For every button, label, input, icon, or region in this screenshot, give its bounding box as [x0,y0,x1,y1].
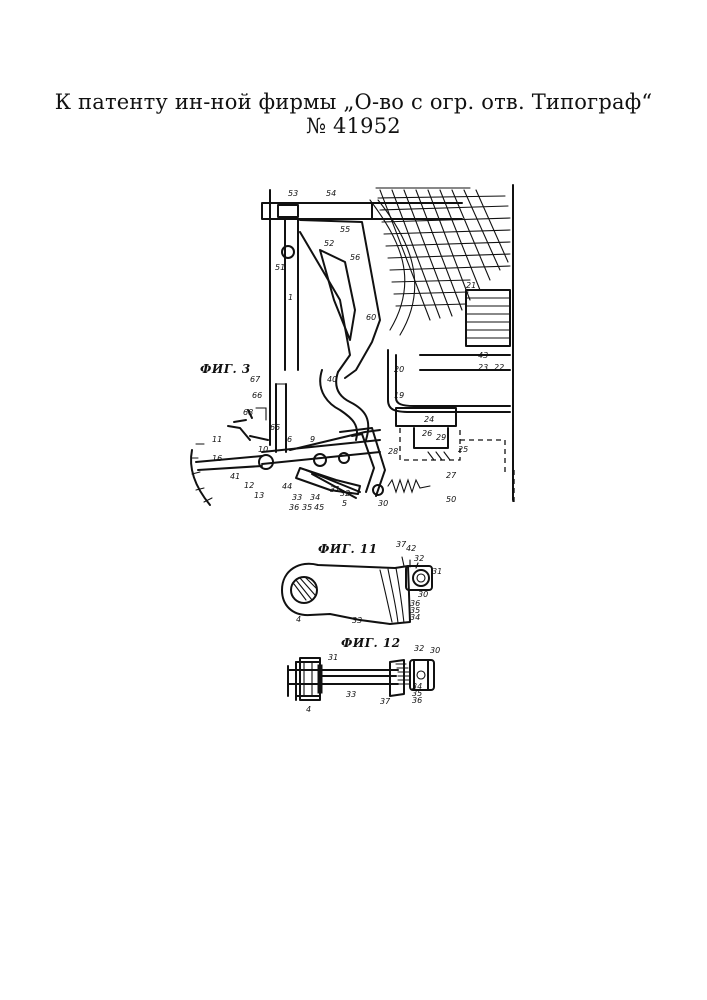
ref-num: 37 [380,697,391,706]
ref-num: 34 [310,493,320,502]
ref-num: 41 [230,472,240,481]
ref-num: 22 [494,363,504,372]
ref-num: 4 [296,615,301,624]
ref-num: 66 [252,391,262,400]
ref-num: 6 [287,435,292,444]
ref-num: 43 [478,351,488,360]
ref-num: 50 [446,495,456,504]
ref-num: 35 [302,503,312,512]
ref-num: 10 [258,445,268,454]
fig11-reference-numbers: 37 42 32 31 30 36 35 34 33 4 [296,540,442,625]
ref-num: 32 [414,554,424,563]
ref-num: 1 [288,293,293,302]
ref-num: 26 [422,429,432,438]
ref-num: 16 [212,454,222,463]
ref-num: 32 [414,644,424,653]
figure-3-drawing [191,185,514,505]
ref-num: 44 [282,482,292,491]
ref-num: 54 [326,189,336,198]
ref-num: 45 [314,503,324,512]
ref-num: 33 [292,493,302,502]
ref-num: 5 [342,499,347,508]
ref-num: 23 [478,363,488,372]
ref-num: 24 [424,415,434,424]
ref-num: 52 [324,239,334,248]
ref-num: 33 [346,690,356,699]
ref-num: 21 [466,281,476,290]
ref-num: 36 [289,503,299,512]
ref-num: 13 [254,491,264,500]
ref-num: 40 [327,375,337,384]
ref-num: 65 [270,423,280,432]
ref-num: 34 [410,613,420,622]
ref-num: 9 [310,435,315,444]
ref-num: 55 [340,225,350,234]
ref-num: 11 [212,435,222,444]
ref-num: 42 [406,544,416,553]
ref-num: 51 [275,263,285,272]
ref-num: 60 [366,313,376,322]
ref-num: 30 [378,499,388,508]
ref-num: 30 [430,646,440,655]
ref-num: 68 [243,408,253,417]
ref-num: 31 [328,653,338,662]
ref-num: 4 [306,705,311,714]
ref-num: 28 [388,447,398,456]
ref-num: 56 [350,253,360,262]
ref-num: 20 [394,365,404,374]
ref-num: 29 [436,433,446,442]
fig3-reference-numbers: 53 54 55 52 56 51 1 40 67 66 65 68 10 11… [212,189,504,512]
ref-num: 30 [418,590,428,599]
ref-num: 67 [250,375,261,384]
ref-num: 27 [446,471,457,480]
ref-num: 31 [432,567,442,576]
ref-num: 36 [412,696,422,705]
ref-num: 33 [352,616,362,625]
ref-num: 53 [288,189,298,198]
ref-num: 19 [394,391,404,400]
ref-num: 32 [340,489,350,498]
ref-num: 12 [244,481,254,490]
ref-num: 25 [458,445,468,454]
ref-num: 31 [330,485,340,494]
